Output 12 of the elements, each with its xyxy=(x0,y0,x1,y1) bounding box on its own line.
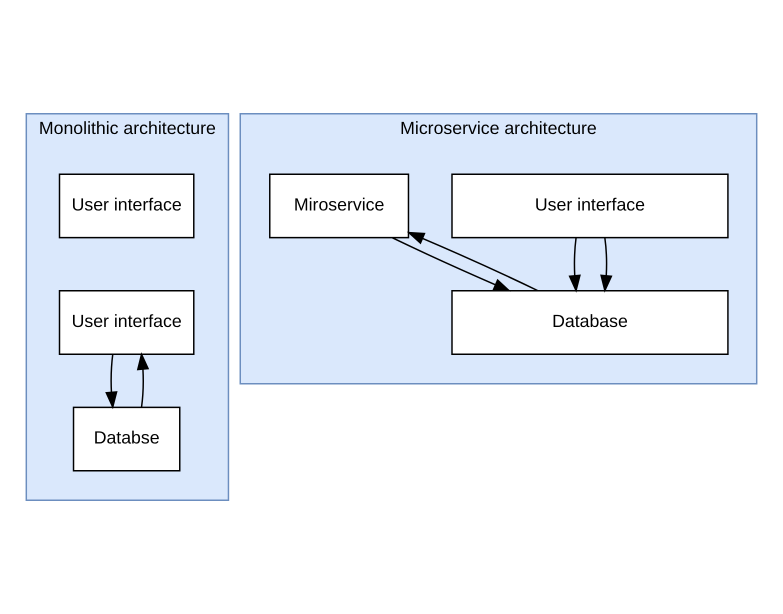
arrow xyxy=(600,238,612,293)
node-box: User interface xyxy=(451,173,729,238)
arrow xyxy=(568,238,581,293)
node-box: User interface xyxy=(58,173,195,238)
node-box: Databse xyxy=(72,406,180,472)
node-box: User interface xyxy=(58,290,195,355)
arrow xyxy=(406,232,538,292)
arrow xyxy=(392,237,512,292)
arrow xyxy=(105,354,118,410)
node-box: Miroservice xyxy=(269,173,410,238)
node-box: Database xyxy=(451,290,729,355)
arrow xyxy=(136,352,150,408)
